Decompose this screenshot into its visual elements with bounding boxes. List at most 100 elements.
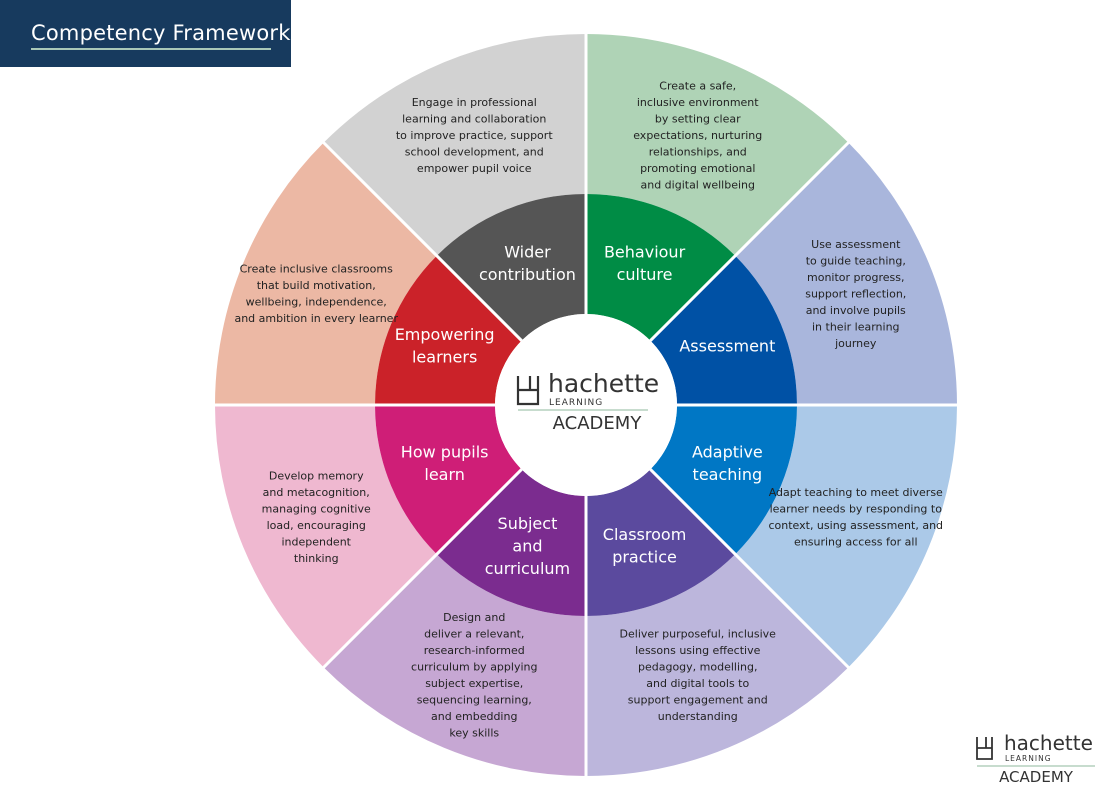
adaptive-teaching-description: Adapt teaching to meet diverse learner ne… (768, 486, 943, 549)
assessment-inner-segment (650, 255, 797, 405)
behaviour-culture-label: Behaviour culture (604, 242, 686, 284)
wider-contribution-description-line: learning and collaboration (402, 113, 546, 126)
how-pupils-learn-description-line: independent (281, 535, 351, 548)
subject-and-curriculum-outer-segment (323, 554, 586, 776)
subject-and-curriculum-label-line: and (512, 536, 542, 555)
adaptive-teaching-description-line: context, using assessment, and (768, 519, 943, 532)
wider-contribution-description-line: to improve practice, support (396, 129, 553, 142)
behaviour-culture-outer-segment (586, 34, 849, 256)
wider-contribution-label-line: Wider (504, 242, 551, 261)
segment-divider (321, 140, 523, 342)
adaptive-teaching-label-line: Adaptive (692, 442, 763, 461)
assessment-description-line: support reflection, (805, 287, 906, 300)
wider-contribution-description: Engage in professional learning and colla… (396, 96, 553, 175)
behaviour-culture-description-line: Create a safe, (659, 80, 736, 93)
subject-and-curriculum-label-line: curriculum (485, 559, 570, 578)
subject-and-curriculum-description-line: and embedding (431, 710, 517, 723)
adaptive-teaching-description-line: ensuring access for all (794, 535, 918, 548)
classroom-practice-outer-segment (586, 554, 849, 776)
segment-divider (649, 140, 851, 342)
logo-academy: ACADEMY (553, 413, 643, 434)
how-pupils-learn-outer-segment (215, 405, 437, 668)
how-pupils-learn-label-line: learn (424, 465, 465, 484)
subject-and-curriculum-label-line: Subject (498, 514, 558, 533)
empowering-learners-description-line: that build motivation, (257, 279, 376, 292)
assessment-outer-segment (735, 142, 957, 405)
empowering-learners-label: Empowering learners (395, 325, 495, 367)
classroom-practice-description-line: Deliver purposeful, inclusive (620, 628, 777, 641)
corner-logo-academy: ACADEMY (999, 768, 1074, 786)
wider-contribution-inner-segment (436, 194, 586, 341)
adaptive-teaching-description-line: Adapt teaching to meet diverse (769, 486, 943, 499)
classroom-practice-description-line: understanding (658, 710, 738, 723)
subject-and-curriculum-label: Subject and curriculum (485, 514, 570, 578)
wider-contribution-description-line: empower pupil voice (417, 162, 532, 175)
behaviour-culture-description: Create a safe, inclusive environment by se… (633, 80, 762, 192)
corner-logo-sub: LEARNING (1005, 754, 1052, 763)
behaviour-culture-label-line: Behaviour (604, 242, 686, 261)
empowering-learners-outer-segment (215, 142, 437, 405)
logo-sub: LEARNING (549, 398, 603, 408)
classroom-practice-description: Deliver purposeful, inclusive lessons usi… (620, 628, 777, 724)
title-underline (31, 48, 271, 50)
empowering-learners-description-line: wellbeing, independence, (246, 296, 387, 309)
empowering-learners-label-line: Empowering (395, 325, 495, 344)
assessment-description-line: monitor progress, (807, 271, 905, 284)
hachette-h-icon (976, 737, 993, 760)
behaviour-culture-inner-segment (586, 194, 736, 341)
corner-logo-brand: hachette (1004, 731, 1093, 755)
how-pupils-learn-description-line: load, encouraging (267, 519, 366, 532)
classroom-practice-label: Classroom practice (603, 525, 686, 567)
assessment-description-line: and involve pupils (806, 304, 906, 317)
behaviour-culture-description-line: relationships, and (649, 146, 747, 159)
behaviour-culture-description-line: by setting clear (655, 113, 741, 126)
wider-contribution-label-line: contribution (479, 265, 576, 284)
center-circle (495, 314, 677, 496)
empowering-learners-label-line: learners (412, 348, 477, 367)
empowering-learners-description-line: and ambition in every learner (234, 312, 398, 325)
behaviour-culture-description-line: inclusive environment (637, 96, 759, 109)
assessment-description-line: in their learning (812, 320, 900, 333)
wider-contribution-description-line: Engage in professional (412, 96, 537, 109)
empowering-learners-description: Create inclusive classrooms that build mo… (234, 263, 398, 326)
empowering-learners-description-line: Create inclusive classrooms (240, 263, 393, 276)
corner-logo: hachette LEARNING ACADEMY (976, 731, 1095, 786)
classroom-practice-inner-segment (586, 469, 736, 616)
subject-and-curriculum-description-line: research-informed (424, 644, 525, 657)
empowering-learners-inner-segment (375, 255, 522, 405)
subject-and-curriculum-description-line: subject expertise, (425, 677, 523, 690)
subject-and-curriculum-description: Design and deliver a relevant, research-in… (411, 611, 537, 740)
how-pupils-learn-label-line: How pupils (401, 442, 489, 461)
adaptive-teaching-label: Adaptive teaching (692, 442, 763, 484)
hachette-h-icon (516, 376, 540, 406)
header-banner: Competency Framework (0, 0, 291, 67)
how-pupils-learn-description-line: thinking (294, 552, 339, 565)
assessment-description-line: journey (834, 337, 877, 350)
subject-and-curriculum-description-line: curriculum by applying (411, 661, 537, 674)
adaptive-teaching-outer-segment (735, 405, 957, 668)
assessment-label-line: Assessment (679, 336, 775, 355)
classroom-practice-description-line: lessons using effective (635, 644, 760, 657)
segment-divider (321, 468, 523, 670)
page-title: Competency Framework (31, 21, 291, 45)
classroom-practice-label-line: Classroom (603, 525, 686, 544)
adaptive-teaching-label-line: teaching (693, 465, 763, 484)
assessment-description-line: to guide teaching, (806, 254, 906, 267)
classroom-practice-description-line: pedagogy, modelling, (638, 661, 758, 674)
how-pupils-learn-description-line: Develop memory (269, 469, 364, 482)
behaviour-culture-label-line: culture (617, 265, 673, 284)
center-logo: hachette LEARNING ACADEMY (516, 369, 659, 434)
subject-and-curriculum-description-line: sequencing learning, (417, 694, 532, 707)
classroom-practice-description-line: support engagement and (628, 694, 768, 707)
logo-brand: hachette (548, 369, 659, 398)
subject-and-curriculum-description-line: key skills (449, 727, 499, 740)
wider-contribution-description-line: school development, and (405, 146, 544, 159)
subject-and-curriculum-description-line: Design and (443, 611, 505, 624)
classroom-practice-label-line: practice (612, 548, 677, 567)
subject-and-curriculum-description-line: deliver a relevant, (424, 628, 524, 641)
how-pupils-learn-description-line: and metacognition, (263, 486, 370, 499)
adaptive-teaching-description-line: learner needs by responding to (770, 502, 943, 515)
